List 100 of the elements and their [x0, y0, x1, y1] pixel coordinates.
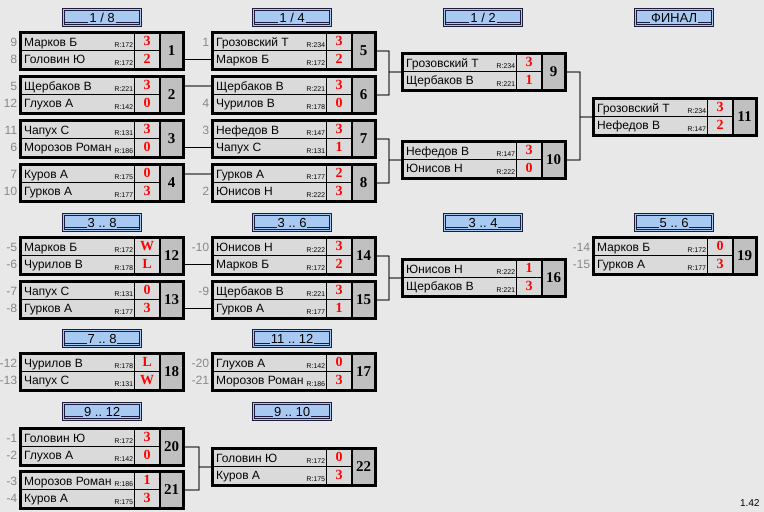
- player-row: [22, 283, 159, 299]
- version-number: 1.42: [740, 498, 760, 509]
- match-box: [592, 97, 758, 137]
- seed-number: 4: [202, 95, 209, 112]
- seed-number: 11: [4, 122, 17, 138]
- player-row: [22, 183, 159, 200]
- player-name: Нефедов В: [597, 117, 660, 134]
- match-box: [211, 236, 377, 276]
- player-name: Грозовский Т: [406, 55, 479, 71]
- seed-number: -9: [198, 283, 209, 299]
- player-row: [214, 34, 351, 50]
- match-number: 20: [161, 430, 182, 464]
- player-name: Щербаков В: [216, 78, 284, 94]
- round-header: 5 .. 6: [634, 213, 714, 232]
- match-number: 10: [543, 143, 564, 177]
- match-box: [19, 236, 185, 276]
- seed-number: -21: [192, 372, 209, 389]
- match-box: [211, 352, 377, 392]
- player-row: [22, 430, 159, 446]
- match-number: 16: [543, 261, 564, 295]
- player-name: Куров А: [24, 490, 68, 507]
- seed-number: 3: [202, 122, 209, 138]
- player-row: [404, 160, 541, 177]
- player-row: [22, 239, 159, 255]
- match-number: 14: [353, 239, 374, 273]
- match-box: [211, 119, 377, 159]
- player-name: Марков Б: [597, 239, 650, 255]
- player-row: [214, 95, 351, 112]
- match-number: 22: [353, 450, 374, 484]
- match-number: 7: [353, 122, 374, 156]
- seed-number: -12: [0, 355, 17, 371]
- player-row: [214, 51, 351, 68]
- match-number: 4: [161, 166, 182, 200]
- player-name: Чапух С: [24, 372, 70, 389]
- round-header: 3 .. 4: [443, 213, 523, 232]
- seed-number: 5: [10, 78, 17, 94]
- seed-number: -4: [6, 490, 17, 507]
- player-row: [22, 34, 159, 50]
- player-name: Нефедов В: [216, 122, 280, 138]
- round-header: 3 .. 6: [252, 213, 332, 232]
- round-header: 11 .. 12: [252, 329, 332, 348]
- match-box: [19, 352, 185, 392]
- match-box: [19, 163, 185, 203]
- player-name: Морозов Роман: [216, 372, 304, 389]
- player-row: [22, 473, 159, 489]
- match-number: 2: [161, 78, 182, 112]
- player-name: Юнисов Н: [216, 183, 273, 200]
- player-row: [22, 355, 159, 371]
- round-header: 1 / 4: [252, 8, 332, 27]
- round-header: 1 / 2: [443, 8, 523, 27]
- player-row: [595, 256, 732, 273]
- player-name: Марков Б: [24, 34, 78, 50]
- player-row: [214, 283, 351, 299]
- seed-number: -7: [6, 283, 17, 299]
- match-box: [19, 280, 185, 320]
- player-name: Грозовский Т: [597, 100, 670, 116]
- connector-line: [376, 160, 402, 184]
- seed-number: -3: [6, 473, 17, 489]
- match-box: [592, 236, 758, 276]
- seed-number: -20: [192, 355, 209, 371]
- player-row: [22, 139, 159, 156]
- match-number: 17: [353, 355, 374, 389]
- seed-number: -6: [6, 256, 17, 273]
- player-name: Глухов А: [24, 447, 74, 464]
- match-box: [211, 163, 377, 203]
- seed-number: 8: [10, 51, 17, 68]
- player-name: Головин Ю: [216, 450, 278, 466]
- player-row: [214, 166, 351, 182]
- player-name: Чурилов В: [24, 355, 83, 371]
- player-name: Чурилов В: [216, 95, 275, 112]
- player-name: Нефедов В: [406, 143, 470, 159]
- match-number: 8: [353, 166, 374, 200]
- player-row: [22, 490, 159, 507]
- player-row: [22, 447, 159, 464]
- connector-line: [566, 116, 592, 160]
- match-box: [19, 31, 185, 71]
- player-name: Щербаков В: [216, 283, 284, 299]
- match-box: [211, 75, 377, 115]
- player-name: Марков Б: [216, 256, 270, 273]
- player-row: [22, 300, 159, 317]
- seed-number: 2: [202, 183, 209, 200]
- match-number: 11: [734, 100, 755, 134]
- seed-number: 10: [4, 183, 17, 200]
- match-number: 19: [734, 239, 755, 273]
- player-row: [595, 100, 732, 116]
- player-name: Гурков А: [597, 256, 646, 273]
- player-row: [22, 78, 159, 94]
- match-box: [401, 258, 567, 298]
- player-row: [22, 122, 159, 138]
- match-number: 21: [161, 473, 182, 507]
- player-name: Щербаков В: [406, 278, 474, 295]
- player-row: [22, 256, 159, 273]
- player-row: [214, 300, 351, 317]
- player-name: Чапух С: [24, 122, 70, 138]
- player-row: [404, 72, 541, 89]
- match-box: [211, 447, 377, 487]
- player-name: Гурков А: [24, 300, 72, 317]
- player-name: Щербаков В: [406, 72, 474, 89]
- round-header: 9 .. 12: [62, 402, 142, 421]
- player-row: [22, 51, 159, 68]
